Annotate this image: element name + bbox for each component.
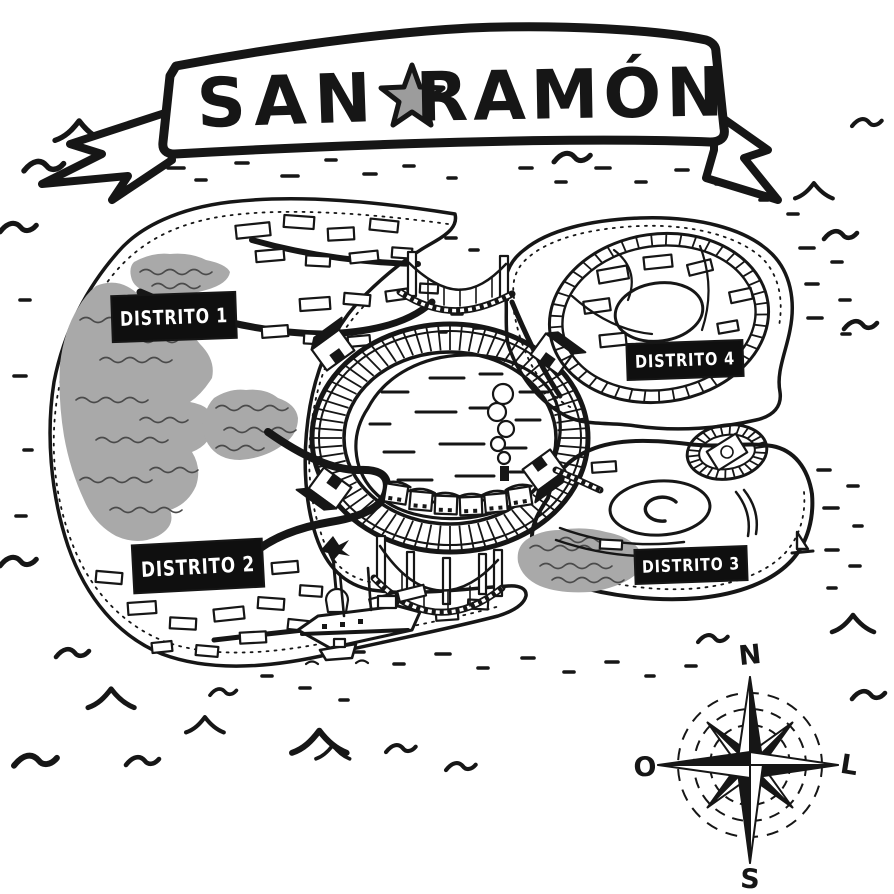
central-arena [295,316,591,606]
district-3-label: DISTRITO 3 [633,545,749,585]
compass-west: O [633,751,658,783]
oval-plaza-district3 [608,479,712,537]
district-1-text: DISTRITO 1 [120,303,229,331]
south-suspension-bridge [370,534,506,616]
compass-north: N [737,639,763,672]
compass-rose: N S O L [633,639,860,894]
star-icon [378,62,446,128]
district-4-text: DISTRITO 4 [635,349,736,372]
small-stadium-district3 [685,423,769,481]
district-2-label: DISTRITO 2 [130,537,266,595]
district-1-label: DISTRITO 1 [110,290,238,344]
compass-east: L [838,749,860,782]
walled-city-district4 [547,231,771,405]
forest-hills [59,253,642,593]
district-4-label: DISTRITO 4 [625,338,745,382]
sailboat [790,530,815,555]
compass-south: S [740,864,761,894]
landmass-district4 [503,216,794,431]
smoke-plume [486,382,516,481]
district4-plaza [613,281,705,343]
ocean-waves [0,117,888,773]
district-2-text: DISTRITO 2 [141,552,256,582]
title-banner: SAN RAMÓN [38,22,782,204]
causeway-east [552,466,604,494]
rowboat [304,637,370,666]
title-right: RAMÓN [415,52,729,137]
district-3-text: DISTRITO 3 [642,554,741,577]
harbor-ship [296,566,422,650]
banner-ribbon-left [38,108,176,204]
north-suspension-bridge [396,250,516,315]
harbor [296,536,428,666]
arena-gate-towers [295,316,587,511]
market-stalls [382,480,534,517]
title-left: SAN [195,59,380,144]
